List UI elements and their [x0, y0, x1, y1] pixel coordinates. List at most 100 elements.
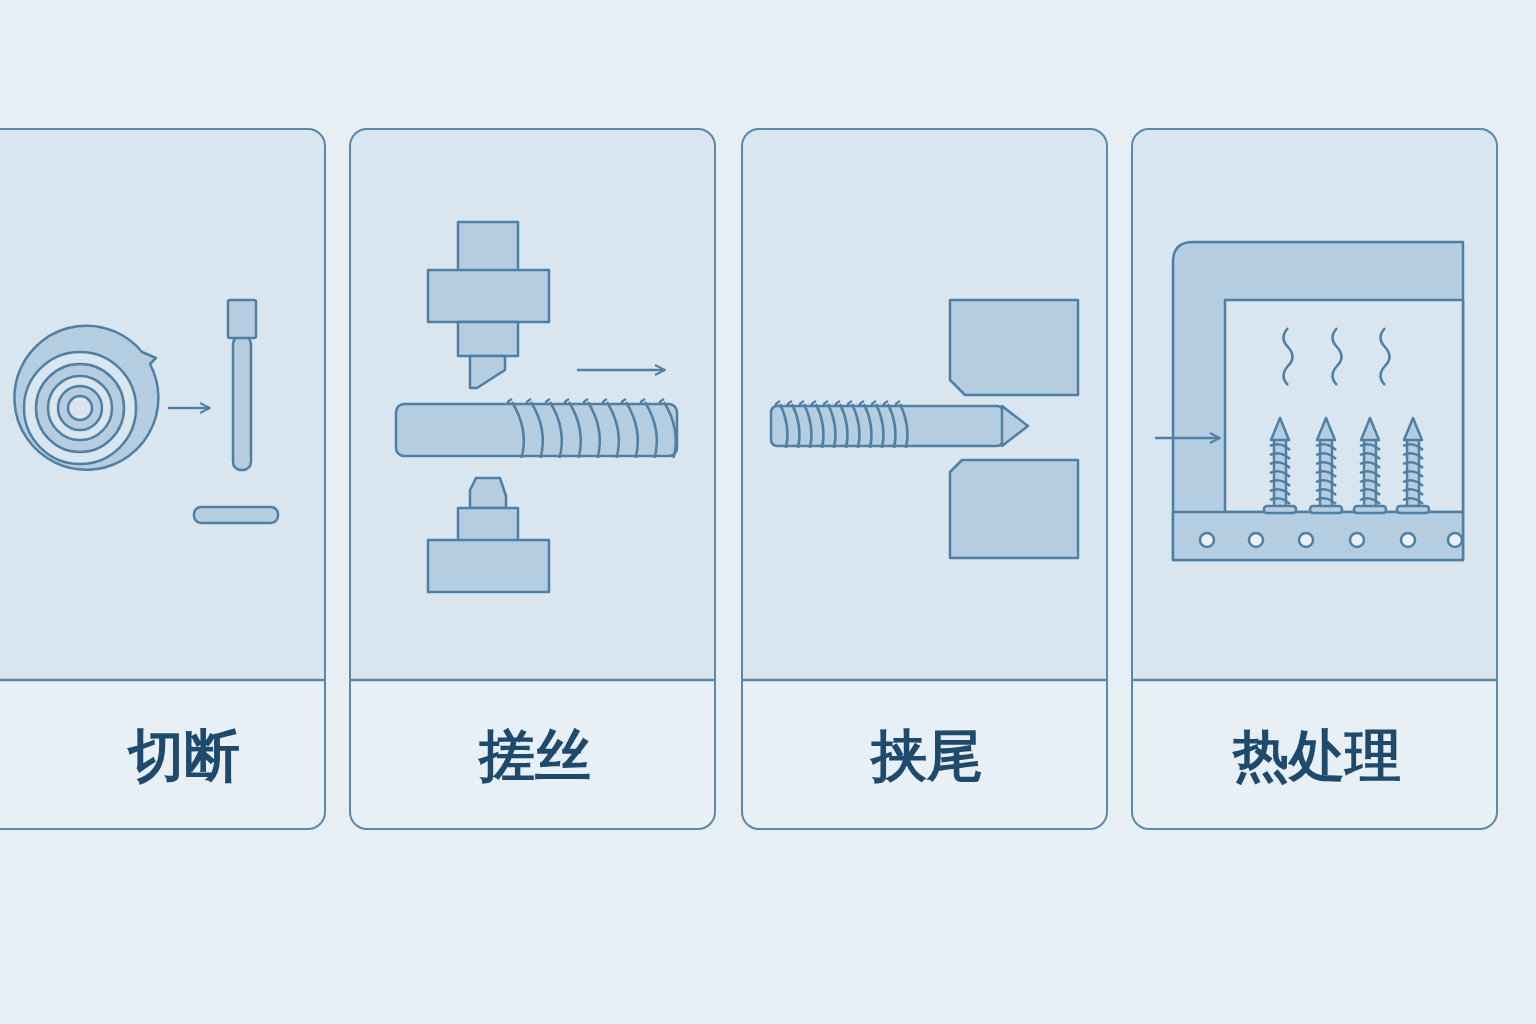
thread-line — [852, 404, 859, 448]
screw-thread — [1270, 498, 1290, 504]
divider-line — [0, 679, 1498, 682]
thread-line — [800, 401, 804, 406]
flow-arrow — [168, 407, 210, 410]
step-label: 热处理 — [1135, 719, 1498, 795]
thread-line — [588, 402, 600, 458]
thread-line — [645, 402, 657, 458]
screw-thread — [1316, 480, 1336, 486]
motion-arrow — [577, 369, 665, 372]
screw-thread — [1403, 462, 1423, 468]
thread-line — [664, 402, 676, 458]
screw-thread — [1403, 498, 1423, 504]
screws-in-furnace — [1264, 418, 1429, 513]
lower-jaw — [950, 460, 1078, 558]
process-step-panel: 搓丝 — [349, 128, 716, 830]
thread-line — [569, 402, 581, 458]
screw — [1264, 418, 1296, 513]
screw-thread — [1403, 480, 1423, 486]
thread-lines — [508, 399, 676, 458]
screw-thread — [1403, 453, 1423, 459]
upper-jaw — [950, 300, 1078, 395]
panel-fill — [0, 128, 1498, 830]
screw-thread — [1316, 444, 1336, 450]
thread-line — [546, 399, 550, 404]
thread-line — [531, 402, 543, 458]
screw-thread — [1360, 498, 1380, 504]
conveyor-belt — [1173, 512, 1463, 560]
step-label: 切断 — [8, 719, 360, 795]
screw-thread — [1316, 471, 1336, 477]
upper-die — [428, 222, 549, 388]
screw-thread — [1316, 498, 1336, 504]
screw-thread — [1316, 462, 1336, 468]
screw-thread — [1360, 471, 1380, 477]
step-label: 搓丝 — [353, 719, 716, 795]
thread-line — [872, 401, 876, 406]
thread-line — [824, 401, 828, 406]
thread-line — [607, 402, 619, 458]
screw-thread — [1360, 462, 1380, 468]
thread-line — [900, 404, 907, 448]
screw-thread — [1316, 489, 1336, 495]
label-band — [0, 680, 1498, 830]
thread-line — [816, 404, 823, 448]
thread-line — [550, 402, 562, 458]
screw-head — [1397, 506, 1429, 513]
screw-point — [1404, 418, 1422, 440]
thread-line — [840, 404, 847, 448]
thread-line — [508, 399, 512, 404]
thread-line — [622, 399, 626, 404]
thread-line — [884, 401, 888, 406]
roller — [1200, 533, 1214, 547]
screw-thread — [1403, 444, 1423, 450]
screw — [1397, 418, 1429, 513]
roller — [1299, 533, 1313, 547]
thread-line — [565, 399, 569, 404]
thread-line — [812, 401, 816, 406]
screw-thread — [1403, 489, 1423, 495]
roller — [1350, 533, 1364, 547]
screw-thread — [1270, 480, 1290, 486]
thread-line — [512, 402, 524, 458]
thread-line — [603, 399, 607, 404]
thread-line — [804, 404, 811, 448]
screw-thread — [1360, 444, 1380, 450]
thread-line — [792, 404, 799, 448]
thread-line — [896, 401, 900, 406]
thread-line — [584, 399, 588, 404]
process-step-panel: 挟尾 — [741, 128, 1108, 830]
cut-rod — [228, 300, 256, 470]
thread-line — [776, 401, 780, 406]
thread-line — [660, 399, 664, 404]
screw-thread — [1270, 453, 1290, 459]
screw-head — [1310, 506, 1342, 513]
thread-lines — [776, 401, 907, 448]
process-step-panel: 切断 — [0, 128, 326, 830]
thread-line — [864, 404, 871, 448]
screw-thread — [1270, 444, 1290, 450]
screw-point — [1317, 418, 1335, 440]
screw-point — [1271, 418, 1289, 440]
thread-line — [828, 404, 835, 448]
thread-line — [888, 404, 895, 448]
screw-thread — [1270, 462, 1290, 468]
heat-waves — [1284, 328, 1390, 385]
thread-line — [860, 401, 864, 406]
thread-line — [876, 404, 883, 448]
screw-thread — [1270, 489, 1290, 495]
screw-thread — [1360, 489, 1380, 495]
screw-point — [1361, 418, 1379, 440]
conveyor-rollers — [1200, 533, 1462, 547]
heat-wave — [1381, 328, 1390, 385]
lower-die — [428, 478, 549, 592]
screw-thread — [1360, 480, 1380, 486]
screw-thread — [1360, 453, 1380, 459]
screw-thread — [1403, 471, 1423, 477]
screw-head — [1264, 506, 1296, 513]
heat-wave — [1333, 328, 1342, 385]
screw-thread — [1270, 471, 1290, 477]
screw-head — [1354, 506, 1386, 513]
thread-line — [836, 401, 840, 406]
thread-line — [788, 401, 792, 406]
